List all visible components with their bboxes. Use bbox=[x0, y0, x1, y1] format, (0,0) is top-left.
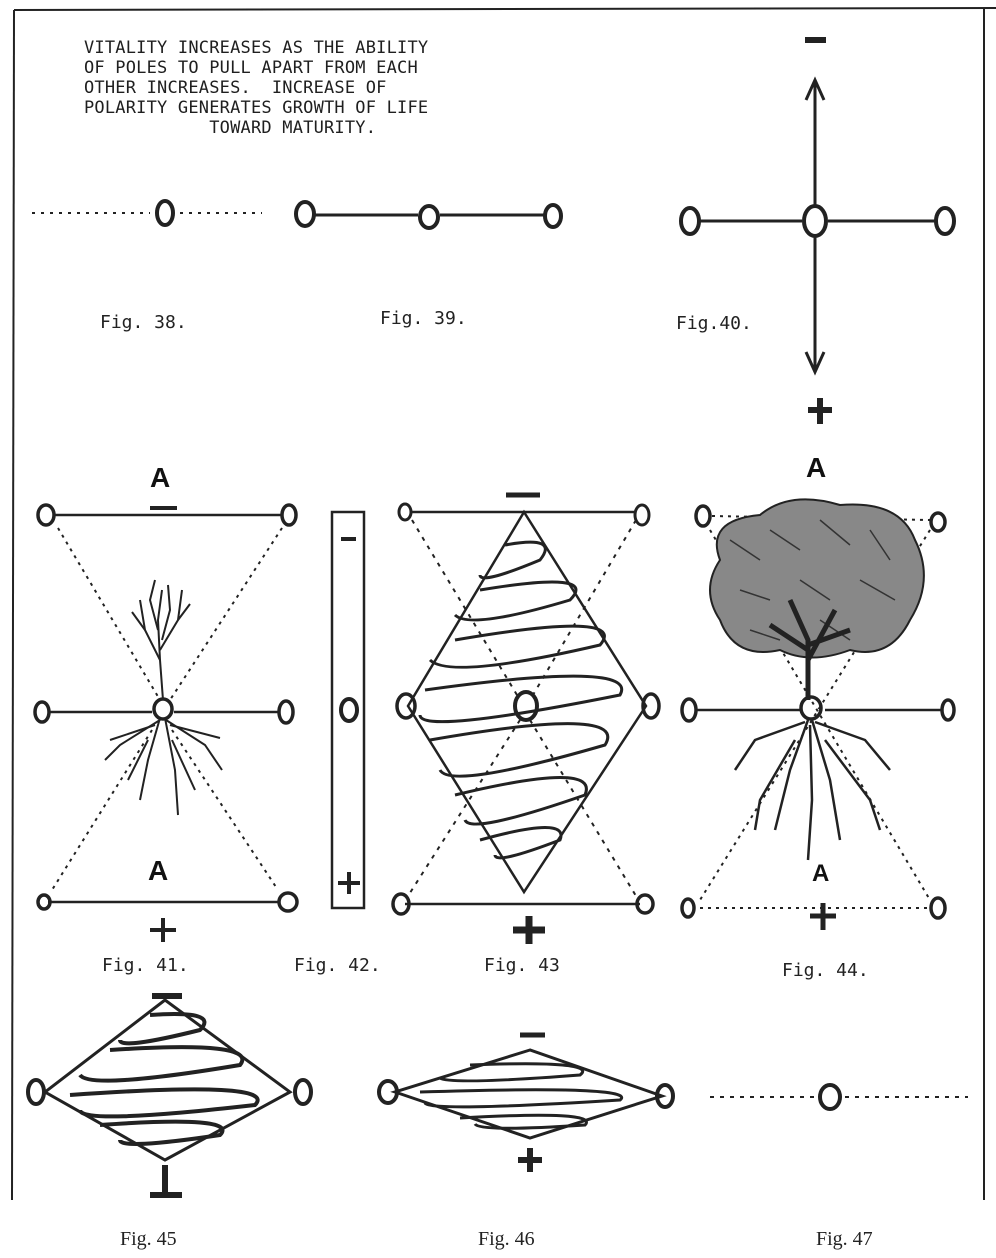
fig40-label: Fig.40. bbox=[676, 313, 752, 334]
fig45-label: Fig. 45 bbox=[120, 1228, 177, 1251]
fig43-diagram bbox=[393, 495, 659, 944]
fig44-apex-bottom: A bbox=[812, 860, 829, 888]
fig38-label: Fig. 38. bbox=[100, 312, 187, 333]
fig40-diagram bbox=[681, 40, 954, 424]
fig46-diagram bbox=[379, 1035, 673, 1172]
intro-line-1: VITALITY INCREASES AS THE ABILITY bbox=[84, 38, 428, 58]
fig46-label: Fig. 46 bbox=[478, 1228, 535, 1251]
fig42-diagram bbox=[332, 512, 364, 908]
fig45-diagram bbox=[28, 996, 311, 1195]
fig47-label: Fig. 47 bbox=[816, 1228, 873, 1251]
intro-line-3: OTHER INCREASES. INCREASE OF bbox=[84, 78, 387, 98]
fig39-diagram bbox=[296, 202, 561, 228]
fig39-label: Fig. 39. bbox=[380, 308, 467, 329]
fig41-apex-top: A bbox=[150, 462, 170, 494]
fig43-label: Fig. 43 bbox=[484, 955, 560, 976]
intro-text: VITALITY INCREASES AS THE ABILITY OF POL… bbox=[84, 38, 604, 138]
fig44-label: Fig. 44. bbox=[782, 960, 869, 981]
intro-line-5: TOWARD MATURITY. bbox=[84, 118, 376, 138]
fig38-diagram bbox=[32, 201, 262, 225]
intro-line-2: OF POLES TO PULL APART FROM EACH bbox=[84, 58, 418, 78]
fig44-apex-top: A bbox=[806, 452, 826, 484]
fig47-diagram bbox=[710, 1085, 968, 1109]
fig42-label: Fig. 42. bbox=[294, 955, 381, 976]
fig41-apex-bottom: A bbox=[148, 855, 168, 887]
fig41-label: Fig. 41. bbox=[102, 955, 189, 976]
intro-line-4: POLARITY GENERATES GROWTH OF LIFE bbox=[84, 98, 428, 118]
